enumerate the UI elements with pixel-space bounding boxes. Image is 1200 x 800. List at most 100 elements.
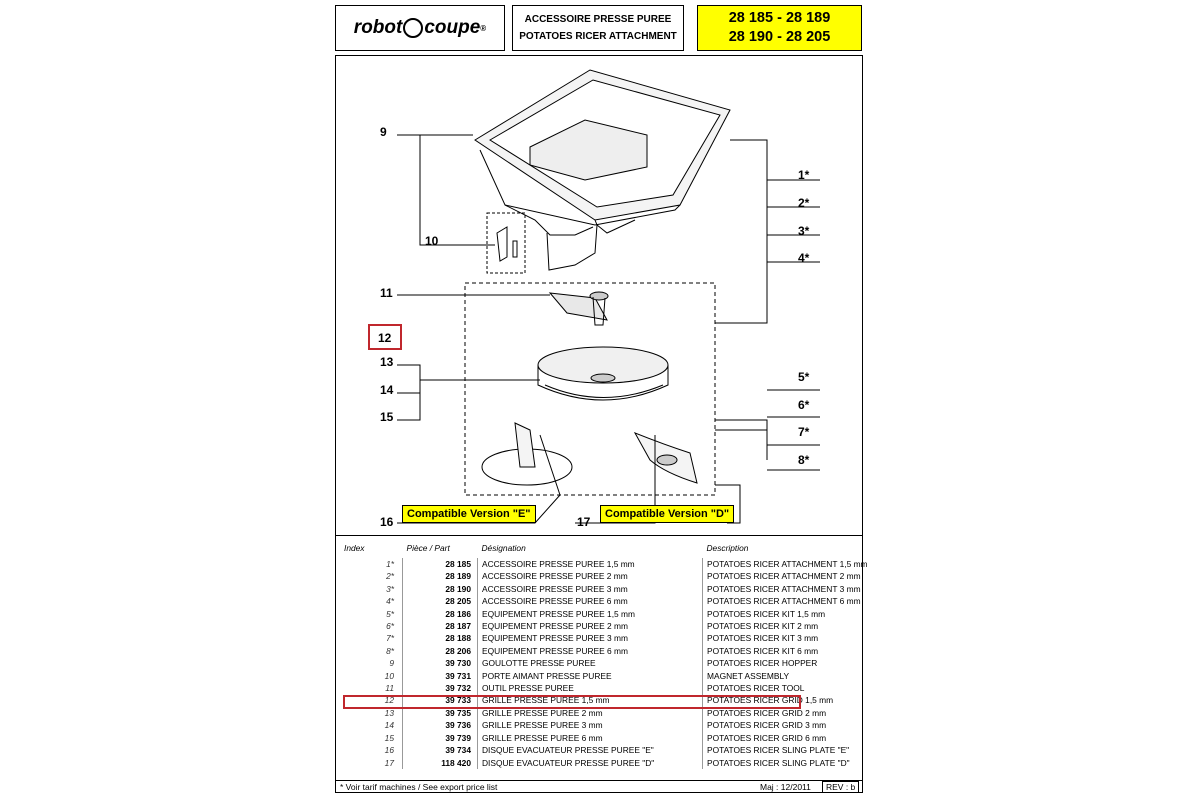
part-cell: 39 735	[402, 706, 478, 720]
brand-part2: coupe	[424, 17, 481, 38]
sling-plate-d-part	[633, 432, 698, 484]
row-12-highlight	[343, 695, 801, 709]
part-cell: 118 420	[402, 756, 478, 769]
callout-15: 15	[380, 410, 394, 424]
table-header-row: Index Pièce / Part Désignation Descripti…	[340, 538, 877, 558]
description-cell: POTATOES RICER SLING PLATE "D"	[707, 757, 850, 768]
designation-cell: GOULOTTE PRESSE PUREE	[477, 657, 703, 670]
callout-8: 8*	[798, 453, 810, 467]
index-cell: 9	[340, 657, 403, 670]
designation-cell: ACCESSOIRE PRESSE PUREE 6 mm	[477, 595, 703, 608]
designation-cell: PORTE AIMANT PRESSE PUREE	[477, 669, 703, 683]
part-cell: 39 736	[402, 719, 478, 732]
badge-version-d: Compatible Version "D"	[600, 505, 735, 523]
description-cell: POTATOES RICER ATTACHMENT 3 mm	[707, 583, 861, 594]
designation-cell: EQUIPEMENT PRESSE PUREE 3 mm	[477, 632, 703, 645]
index-cell: 17	[340, 756, 403, 769]
document-frame	[335, 55, 863, 793]
description-cell: POTATOES RICER TOOL	[707, 683, 805, 694]
callout-5: 5*	[798, 370, 810, 384]
description-cell: POTATOES RICER GRID 2 mm	[707, 707, 827, 718]
ricer-tool-part	[548, 291, 609, 326]
index-cell: 4*	[340, 595, 403, 608]
designation-cell: ACCESSOIRE PRESSE PUREE 2 mm	[477, 570, 703, 583]
index-cell: 11	[340, 682, 403, 695]
callout-7: 7*	[798, 425, 810, 439]
designation-cell: DISQUE EVACUATEUR PRESSE PUREE "D"	[477, 756, 703, 769]
designation-cell: GRILLE PRESSE PUREE 1,5 mm	[477, 694, 703, 707]
callout-16: 16	[380, 515, 394, 529]
model-numbers: 28 185 - 28 189 28 190 - 28 205	[697, 5, 862, 51]
callout-10: 10	[425, 234, 439, 248]
callout-9: 9	[380, 125, 387, 139]
part-cell: 39 734	[402, 744, 478, 757]
callout-14: 14	[380, 383, 394, 397]
models-line-1: 28 185 - 28 189	[728, 10, 831, 26]
description-cell: POTATOES RICER KIT 6 mm	[707, 645, 819, 656]
footer-note: * Voir tarif machines / See export price…	[340, 782, 498, 792]
description-cell: POTATOES RICER KIT 1,5 mm	[707, 608, 826, 619]
description-cell: POTATOES RICER KIT 3 mm	[707, 633, 819, 644]
part-cell: 39 733	[402, 694, 478, 707]
index-cell: 6*	[340, 620, 403, 633]
designation-cell: GRILLE PRESSE PUREE 2 mm	[477, 706, 703, 720]
header-description: Description	[706, 542, 749, 553]
designation-cell: EQUIPEMENT PRESSE PUREE 1,5 mm	[477, 607, 703, 621]
part-cell: 39 731	[402, 669, 478, 683]
index-cell: 15	[340, 731, 403, 745]
callout-13: 13	[380, 355, 394, 369]
description-cell: POTATOES RICER SLING PLATE "E"	[707, 745, 850, 756]
designation-cell: OUTIL PRESSE PUREE	[477, 682, 703, 695]
index-cell: 12	[340, 694, 403, 707]
designation-cell: DISQUE EVACUATEUR PRESSE PUREE "E"	[477, 744, 703, 757]
part-cell: 28 189	[402, 570, 478, 583]
designation-cell: GRILLE PRESSE PUREE 6 mm	[477, 731, 703, 745]
part-cell: 28 206	[402, 644, 478, 658]
logo-ring-icon	[403, 18, 424, 38]
exploded-diagram	[397, 69, 820, 524]
description-cell: POTATOES RICER KIT 2 mm	[707, 621, 819, 632]
index-cell: 10	[340, 669, 403, 683]
callout-3: 3*	[798, 224, 810, 238]
hopper-part	[474, 69, 731, 271]
callout-6: 6*	[798, 398, 810, 412]
header-designation: Désignation	[481, 542, 526, 553]
designation-cell: GRILLE PRESSE PUREE 3 mm	[477, 719, 703, 732]
part-cell: 28 187	[402, 620, 478, 633]
callout-11: 11	[380, 286, 393, 300]
index-cell: 1*	[340, 558, 403, 571]
models-line-2: 28 190 - 28 205	[728, 29, 831, 45]
index-cell: 16	[340, 744, 403, 757]
designation-cell: EQUIPEMENT PRESSE PUREE 6 mm	[477, 644, 703, 658]
description-cell: POTATOES RICER GRID 3 mm	[707, 720, 827, 731]
part-cell: 28 205	[402, 595, 478, 608]
designation-cell: ACCESSOIRE PRESSE PUREE 3 mm	[477, 582, 703, 596]
description-cell: POTATOES RICER ATTACHMENT 2 mm	[707, 571, 861, 582]
title-box: ACCESSOIRE PRESSE PUREE POTATOES RICER A…	[512, 5, 684, 51]
callout-4: 4*	[798, 251, 810, 265]
title-fr: ACCESSOIRE PRESSE PUREE	[524, 14, 672, 25]
callout-1: 1*	[798, 168, 810, 182]
description-cell: POTATOES RICER HOPPER	[707, 658, 818, 669]
callout-12-highlight	[368, 324, 402, 350]
magnet-assembly-part	[486, 212, 526, 274]
footer-rev: REV : b	[822, 781, 860, 793]
part-cell: 28 188	[402, 632, 478, 645]
registered-mark: ®	[480, 23, 487, 33]
index-cell: 7*	[340, 632, 403, 645]
description-cell: POTATOES RICER GRID 1,5 mm	[707, 695, 834, 706]
index-cell: 5*	[340, 607, 403, 621]
